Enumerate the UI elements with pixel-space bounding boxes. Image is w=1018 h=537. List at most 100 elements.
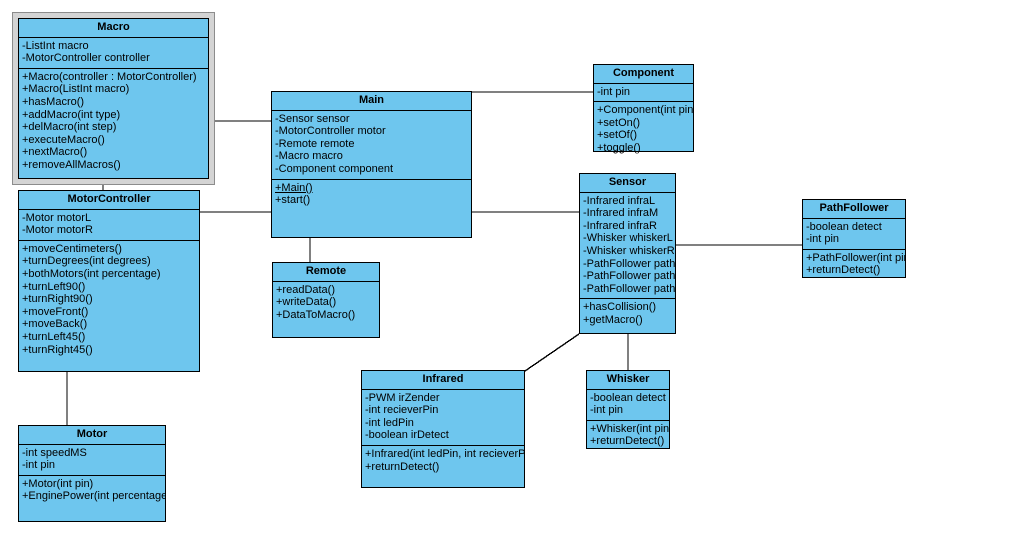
uml-method: +Motor(int pin) (22, 477, 94, 490)
uml-methods-component: +Component(int pin)+setOn()+setOf()+togg… (594, 102, 693, 157)
uml-class-infrared[interactable]: Infrared-PWM irZender-int recieverPin-in… (361, 370, 525, 488)
uml-attributes-motorcontroller: -Motor motorL-Motor motorR (19, 210, 199, 241)
uml-attribute: -Macro macro (275, 150, 343, 163)
uml-method: +returnDetect() (806, 264, 881, 277)
uml-class-motor[interactable]: Motor-int speedMS-int pin+Motor(int pin)… (18, 425, 166, 522)
uml-class-title-macro: Macro (19, 19, 208, 38)
uml-method: +delMacro(int step) (22, 121, 117, 134)
uml-method: +PathFollower(int pin) (806, 251, 905, 264)
uml-methods-sensor: +hasCollision()+getMacro() (580, 299, 675, 329)
uml-methods-pathfollower: +PathFollower(int pin)+returnDetect() (803, 250, 905, 280)
uml-attribute: -boolean irDetect (365, 429, 449, 442)
uml-attribute: -PathFollower pathL (583, 257, 675, 270)
uml-attribute: -Infrared infraM (583, 207, 659, 220)
uml-method: +getMacro() (583, 313, 643, 326)
uml-attributes-motor: -int speedMS-int pin (19, 445, 165, 476)
uml-attribute: -MotorController motor (275, 125, 386, 138)
uml-class-title-motor: Motor (19, 426, 165, 445)
uml-attributes-infrared: -PWM irZender-int recieverPin-int ledPin… (362, 390, 524, 446)
uml-attribute: -ListInt macro (22, 39, 89, 52)
uml-class-motorcontroller[interactable]: MotorController-Motor motorL-Motor motor… (18, 190, 200, 372)
uml-attribute: -PWM irZender (365, 391, 440, 404)
uml-method: +setOf() (597, 129, 638, 142)
uml-method: +toggle() (597, 141, 641, 154)
uml-method: +Component(int pin) (597, 104, 693, 117)
connector-sensor-infrared[interactable] (524, 333, 580, 372)
uml-method: +bothMotors(int percentage) (22, 267, 161, 280)
uml-attribute: -int pin (590, 404, 624, 417)
uml-attribute: -Sensor sensor (275, 112, 350, 125)
uml-method: +Macro(ListInt macro) (22, 83, 130, 96)
uml-method: +Macro(controller : MotorController) (22, 70, 197, 83)
uml-class-title-remote: Remote (273, 263, 379, 282)
uml-method: +turnRight90() (22, 293, 93, 306)
uml-method: +addMacro(int type) (22, 108, 121, 121)
uml-attribute: -int pin (806, 233, 840, 246)
uml-method: +turnRight45() (22, 343, 93, 356)
uml-attribute: -Motor motorL (22, 211, 92, 224)
uml-attribute: -int recieverPin (365, 404, 439, 417)
uml-class-whisker[interactable]: Whisker-boolean detect-int pin+Whisker(i… (586, 370, 670, 449)
uml-method: +DataToMacro() (276, 308, 356, 321)
uml-method: +Whisker(int pin) (590, 422, 669, 435)
uml-class-title-infrared: Infrared (362, 371, 524, 390)
uml-attribute: -Infrared infraL (583, 194, 656, 207)
uml-class-remote[interactable]: Remote+readData()+writeData()+DataToMacr… (272, 262, 380, 338)
uml-method: +Infrared(int ledPin, int recieverPin) (365, 447, 524, 460)
uml-attributes-whisker: -boolean detect-int pin (587, 390, 669, 421)
uml-methods-whisker: +Whisker(int pin)+returnDetect() (587, 421, 669, 451)
uml-method: +Main() (275, 181, 313, 194)
uml-attribute: -PathFollower pathR (583, 282, 675, 295)
uml-attribute: -MotorController controller (22, 52, 150, 65)
uml-class-main[interactable]: Main-Sensor sensor-MotorController motor… (271, 91, 472, 238)
uml-method: +moveFront() (22, 305, 89, 318)
uml-method: +moveCentimeters() (22, 242, 122, 255)
uml-method: +turnDegrees(int degrees) (22, 255, 151, 268)
uml-methods-infrared: +Infrared(int ledPin, int recieverPin)+r… (362, 446, 524, 476)
uml-method: +hasMacro() (22, 95, 85, 108)
uml-attribute: -Motor motorR (22, 224, 93, 237)
uml-method: +start() (275, 194, 311, 207)
uml-class-title-whisker: Whisker (587, 371, 669, 390)
uml-method: +readData() (276, 283, 336, 296)
uml-attributes-pathfollower: -boolean detect-int pin (803, 219, 905, 250)
uml-method: +EnginePower(int percentage) (22, 490, 165, 503)
uml-method: +setOn() (597, 116, 641, 129)
uml-attribute: -Infrared infraR (583, 219, 657, 232)
uml-attribute: -int pin (22, 459, 56, 472)
uml-attribute: -int pin (597, 85, 631, 98)
uml-class-title-motorcontroller: MotorController (19, 191, 199, 210)
uml-method: +returnDetect() (590, 435, 665, 448)
uml-attribute: -Remote remote (275, 137, 355, 150)
uml-class-macro[interactable]: Macro-ListInt macro-MotorController cont… (18, 18, 209, 179)
uml-attribute: -boolean detect (806, 220, 882, 233)
uml-methods-macro: +Macro(controller : MotorController)+Mac… (19, 69, 208, 175)
uml-methods-main: +Main()+start() (272, 180, 471, 210)
uml-method: +turnLeft45() (22, 330, 86, 343)
uml-attribute: -PathFollower pathM (583, 270, 675, 283)
uml-attributes-sensor: -Infrared infraL-Infrared infraM-Infrare… (580, 193, 675, 300)
uml-attributes-macro: -ListInt macro-MotorController controlle… (19, 38, 208, 69)
uml-method: +hasCollision() (583, 301, 657, 314)
uml-class-sensor[interactable]: Sensor-Infrared infraL-Infrared infraM-I… (579, 173, 676, 334)
uml-class-title-sensor: Sensor (580, 174, 675, 193)
uml-attribute: -int speedMS (22, 446, 87, 459)
uml-method: +executeMacro() (22, 133, 105, 146)
uml-method: +moveBack() (22, 318, 88, 331)
uml-method: +nextMacro() (22, 146, 88, 159)
uml-attribute: -Component component (275, 162, 394, 175)
uml-class-title-pathfollower: PathFollower (803, 200, 905, 219)
uml-methods-motor: +Motor(int pin)+EnginePower(int percenta… (19, 476, 165, 506)
uml-class-component[interactable]: Component-int pin+Component(int pin)+set… (593, 64, 694, 154)
uml-class-pathfollower[interactable]: PathFollower-boolean detect-int pin+Path… (802, 199, 906, 278)
uml-attribute: -Whisker whiskerR (583, 244, 675, 257)
uml-class-title-main: Main (272, 92, 471, 111)
uml-method: +returnDetect() (365, 460, 440, 473)
uml-attribute: -Whisker whiskerL (583, 232, 673, 245)
uml-class-title-component: Component (594, 65, 693, 84)
uml-method: +writeData() (276, 296, 337, 309)
uml-method: +removeAllMacros() (22, 158, 121, 171)
uml-methods-remote: +readData()+writeData()+DataToMacro() (273, 282, 379, 325)
uml-attribute: -boolean detect (590, 391, 666, 404)
